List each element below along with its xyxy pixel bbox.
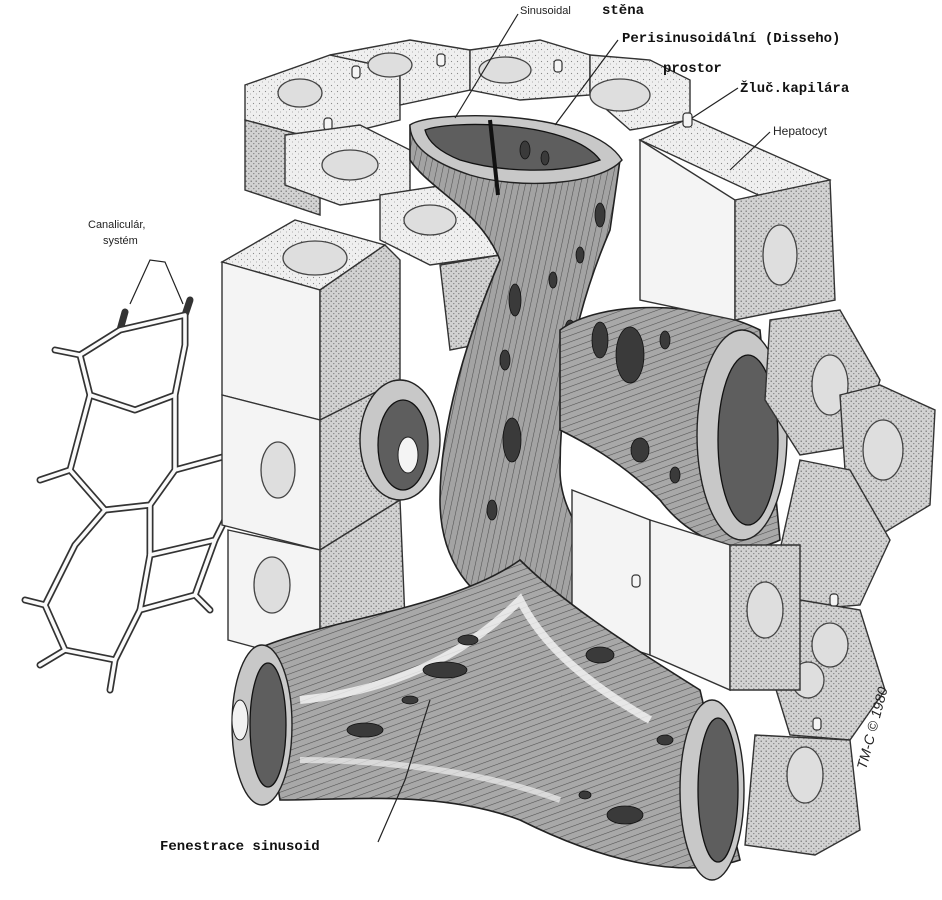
hepatocytes-right-upper bbox=[640, 113, 835, 320]
canalicular-network bbox=[25, 300, 250, 690]
label-fenestrated-sinusoid: Fenestrace sinusoid bbox=[160, 839, 320, 855]
label-canalicular-system-line2: systém bbox=[103, 235, 138, 247]
label-hepatocyte: Hepatocyt bbox=[773, 124, 828, 138]
label-perisinusoidal-space-line1: Perisinusoidální (Disseho) bbox=[622, 31, 840, 47]
hepatocytes-left-stack bbox=[222, 220, 440, 665]
label-canalicular-system-line1: Canaliculár, bbox=[88, 219, 145, 231]
label-perisinusoidal-space-line2: prostor bbox=[663, 61, 722, 77]
label-sinusoidal-wall-part2: stěna bbox=[602, 3, 645, 19]
label-bile-capillary: Žluč.kapilára bbox=[740, 79, 850, 97]
label-sinusoidal-wall-part1: Sinusoidal bbox=[520, 5, 571, 17]
